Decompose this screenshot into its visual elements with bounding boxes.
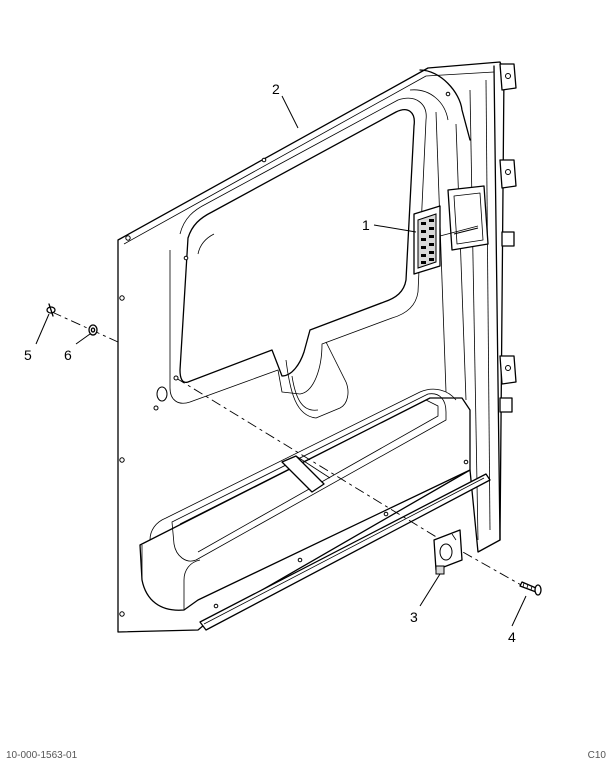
callout-1: 1	[362, 217, 370, 233]
handle-recess	[439, 185, 489, 251]
screw	[519, 581, 542, 596]
callout-2: 2	[272, 81, 280, 97]
figure-code: 10-000-1563-01	[6, 750, 78, 761]
hinge-bracket	[499, 63, 517, 413]
window-opening	[169, 97, 427, 419]
lower-pocket	[139, 388, 491, 631]
callout-6: 6	[64, 347, 72, 363]
push-clip	[46, 303, 56, 317]
mounting-holes	[119, 91, 469, 617]
callout-4: 4	[508, 629, 516, 645]
page-code: C10	[587, 750, 606, 761]
switch-panel	[413, 205, 441, 275]
callout-5: 5	[24, 347, 32, 363]
bracket-clip	[433, 529, 463, 575]
callout-3: 3	[410, 609, 418, 625]
leader-lines	[35, 95, 527, 627]
assembly-centerlines	[51, 311, 531, 591]
grommet	[88, 324, 98, 336]
